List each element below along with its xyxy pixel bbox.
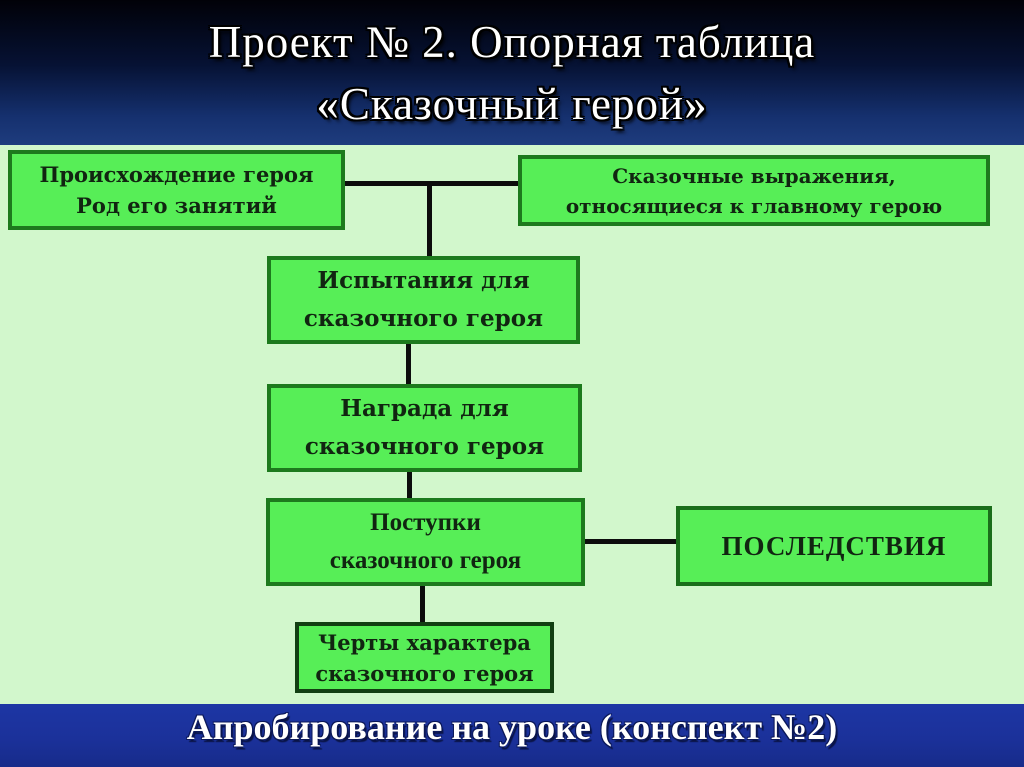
box-consequences-line1: ПОСЛЕДСТВИЯ [721, 530, 947, 561]
connector-deeds-traits [420, 584, 425, 624]
box-origin: Происхождение героя Род его занятий [8, 150, 345, 230]
connector-reward-deeds [407, 470, 412, 500]
connector-trials-reward [406, 342, 411, 386]
box-expressions-line2: относящиеся к главному герою [565, 193, 943, 218]
box-deeds-line2: сказочного героя [329, 547, 522, 574]
box-deeds-line1: Поступки [370, 509, 481, 536]
connector-origin-expressions [343, 181, 520, 186]
box-expressions: Сказочные выражения, относящиеся к главн… [518, 155, 990, 226]
slide-title-line2: «Сказочный герой» [316, 78, 708, 129]
box-consequences: ПОСЛЕДСТВИЯ [676, 506, 992, 586]
box-trials: Испытания для сказочного героя [267, 256, 580, 344]
box-origin-line1: Происхождение героя [39, 162, 314, 187]
box-traits: Черты характера сказочного героя [295, 622, 554, 693]
connector-junction-trials [427, 184, 432, 258]
box-origin-line2: Род его занятий [76, 193, 277, 218]
box-trials-line2: сказочного героя [303, 305, 544, 332]
slide-title-line1: Проект № 2. Опорная таблица [208, 16, 816, 67]
box-deeds: Поступки сказочного героя [266, 498, 585, 586]
box-trials-line1: Испытания для [317, 267, 530, 294]
box-traits-line1: Черты характера [318, 629, 531, 655]
footer-caption: Апробирование на уроке (конспект №2) [186, 707, 838, 747]
box-reward: Награда для сказочного героя [267, 384, 582, 472]
box-reward-line2: сказочного героя [304, 433, 545, 460]
box-expressions-line1: Сказочные выражения, [612, 163, 896, 188]
slide-title-area: Проект № 2. Опорная таблица «Сказочный г… [0, 0, 1024, 145]
box-traits-line2: сказочного героя [315, 660, 534, 686]
box-reward-line1: Награда для [340, 395, 509, 422]
connector-deeds-consequences [583, 539, 679, 544]
slide-footer-bar: Апробирование на уроке (конспект №2) [0, 704, 1024, 767]
